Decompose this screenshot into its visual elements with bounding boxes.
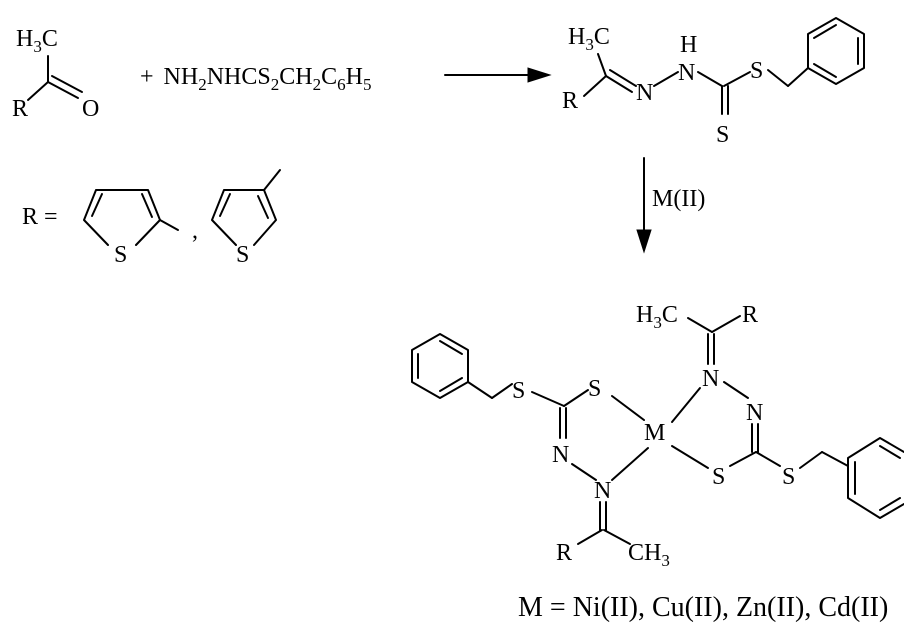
- complex-bottom-r-label: R: [556, 540, 572, 566]
- complex-bottom-c-me-bond: [603, 529, 631, 545]
- r-definition: R = S , S: [22, 169, 281, 268]
- ketone-r-label: R: [12, 96, 28, 122]
- complex-top-n-n-bond: [723, 381, 749, 399]
- complex-metal-label: M: [644, 420, 665, 446]
- ligand-methyl-label: H3C: [568, 24, 610, 54]
- r-equals-label: R =: [22, 204, 58, 230]
- r-definition-comma: ,: [192, 218, 198, 244]
- complex-left-n1-label: N: [552, 442, 569, 468]
- complex-m-n-bottom-bond: [611, 447, 649, 481]
- ligand-thione-s-label: S: [716, 122, 729, 148]
- ketone-c-r-bond: [27, 81, 49, 101]
- complex-right-s-ch2-bond: [799, 451, 823, 469]
- complex-m-s-left-bond: [611, 395, 645, 421]
- complex-top-n2-label: N: [746, 400, 763, 426]
- ligand-c-n-bond-1: [605, 75, 633, 93]
- complex-left-c-s-chain-bond: [531, 391, 565, 407]
- complex-top-c-r-bond: [711, 315, 741, 333]
- complex-right-chain-s-label: S: [782, 464, 795, 490]
- thiophene-2-sulfur: S: [236, 242, 249, 268]
- ligand-c-s-bond: [723, 71, 751, 87]
- ligand-me-c-bond: [597, 53, 607, 77]
- complex-left-chain-s-label: S: [512, 378, 525, 404]
- reaction-arrow-horizontal: [444, 67, 552, 83]
- complex-top-r-label: R: [742, 302, 758, 328]
- metal-complex: H3C R N N S S M S S: [411, 302, 904, 570]
- complex-right-benzene-ring: [847, 437, 904, 519]
- complex-bottom-methyl-label: CH3: [628, 540, 670, 570]
- ketone-o-label: O: [82, 96, 99, 122]
- complex-left-n-n-bond: [571, 463, 597, 481]
- complex-left-benzene-ring: [411, 333, 469, 399]
- ketone-methyl-label: H3C: [16, 26, 58, 56]
- ketone-reactant: H3C R O: [12, 26, 99, 122]
- complex-left-ring-s-label: S: [588, 376, 601, 402]
- thiophene-3-yl-structure: S: [211, 169, 281, 268]
- complex-top-methyl-label: H3C: [636, 302, 678, 332]
- ligand-n-c-bond: [697, 71, 723, 87]
- complex-right-ch2-ph-bond: [821, 451, 849, 467]
- ligand-nh-h-label: H: [680, 32, 697, 58]
- ligand-n-n-bond: [653, 71, 679, 87]
- complex-bottom-c-r-bond: [577, 529, 603, 545]
- ligand-product: H3C R N H N S S: [562, 17, 865, 148]
- complex-m-s-right-bond: [671, 445, 709, 469]
- ligand-thioether-s-label: S: [750, 58, 763, 84]
- complex-right-c-s-chain-bond: [755, 451, 781, 467]
- ligand-benzene-ring: [807, 17, 865, 85]
- ligand-r-label: R: [562, 88, 578, 114]
- ketone-c-o-bond-1: [47, 81, 79, 99]
- reaction-condition-label: M(II): [652, 186, 705, 212]
- ligand-s-ch2-bond: [767, 69, 789, 87]
- complex-left-n2-label: N: [594, 478, 611, 504]
- ligand-nh-n-label: N: [678, 60, 695, 86]
- complex-right-ring-s-label: S: [712, 464, 725, 490]
- complex-top-me-c-bond: [687, 317, 713, 333]
- thiophene-2-yl-structure: S: [83, 189, 179, 268]
- ligand-c-n-bond-2: [609, 69, 637, 87]
- reagent-formula: +NH2NHCS2CH2C6H5: [140, 64, 371, 94]
- complex-m-n-top-bond: [671, 387, 701, 423]
- complex-top-n1-label: N: [702, 366, 719, 392]
- ligand-ch2-ph-bond: [787, 67, 809, 87]
- ligand-n-label: N: [636, 80, 653, 106]
- complex-left-s-ch2-bond: [491, 383, 513, 399]
- complex-left-ch2-ph-bond: [467, 381, 493, 399]
- metal-definition-label: M = Ni(II), Cu(II), Zn(II), Cd(II): [518, 592, 888, 623]
- complex-left-c-s-ring-bond: [563, 389, 589, 407]
- complex-right-c-s-ring-bond: [729, 451, 757, 467]
- ligand-c-r-bond: [583, 75, 607, 97]
- reaction-arrow-vertical: [636, 157, 652, 254]
- thiophene-1-sulfur: S: [114, 242, 127, 268]
- ketone-c-o-bond-2: [51, 75, 83, 93]
